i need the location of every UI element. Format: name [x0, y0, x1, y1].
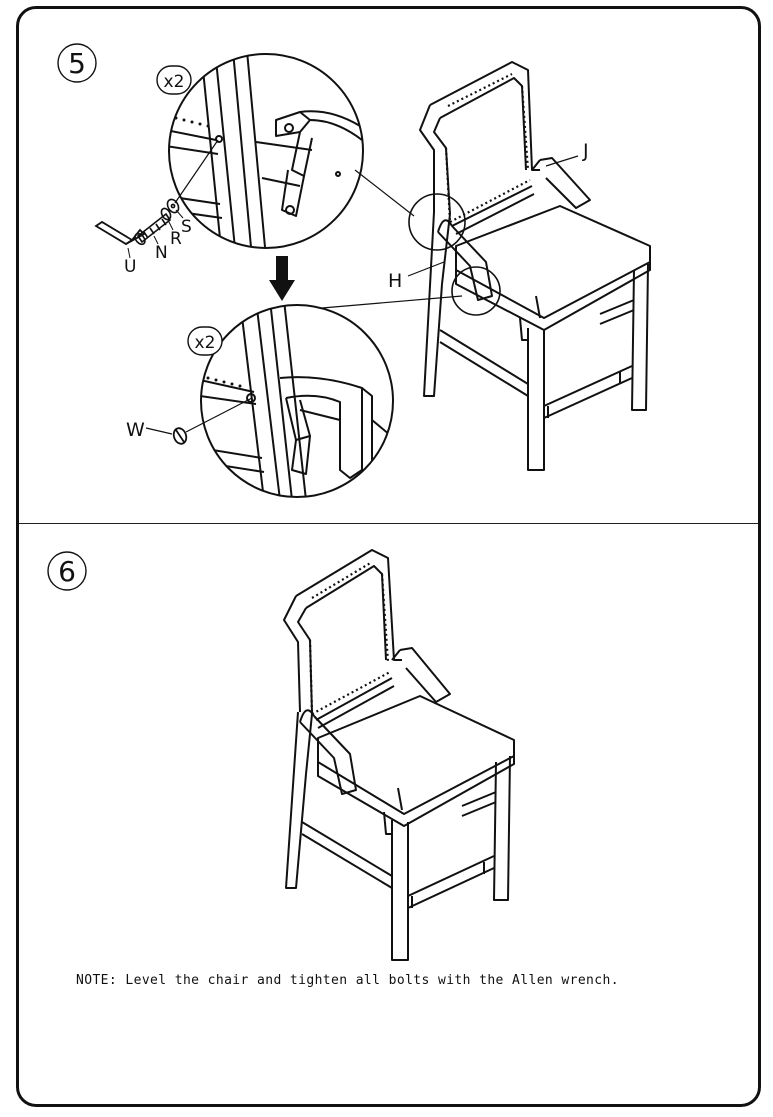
svg-text:x2: x2	[164, 72, 185, 92]
svg-text:U: U	[124, 257, 136, 277]
part-label-h: H	[388, 270, 402, 292]
chair-illustration-step5	[419, 61, 651, 471]
step-divider	[19, 523, 758, 524]
qty-badge-top: x2	[156, 65, 192, 95]
svg-text:R: R	[170, 229, 182, 249]
bolt-icon	[134, 212, 172, 246]
svg-text:S: S	[181, 217, 192, 237]
svg-text:6: 6	[58, 555, 76, 588]
part-label-j: J	[582, 140, 589, 162]
callout-circle-h	[408, 193, 466, 251]
leader-line-w2	[185, 397, 253, 433]
svg-text:N: N	[155, 243, 168, 263]
connector-top	[354, 169, 415, 217]
leader-line	[174, 139, 219, 204]
arrow-down-icon	[269, 256, 295, 301]
leader-line-h	[407, 261, 445, 277]
washer-icon	[160, 198, 180, 221]
svg-text:x2: x2	[195, 333, 216, 353]
step-6-badge: 6	[47, 551, 87, 591]
screw-cap-icon	[172, 427, 188, 445]
part-labels-hardware: U N R S	[124, 209, 192, 277]
leader-line-j	[545, 155, 579, 167]
part-label-w: W	[126, 419, 145, 441]
chair-illustration-step6	[283, 549, 515, 961]
svg-text:5: 5	[68, 47, 86, 80]
qty-badge-bottom: x2	[187, 326, 223, 356]
detail-circle-top	[168, 53, 364, 249]
step-5-badge: 5	[57, 43, 97, 83]
leader-line-w	[145, 427, 173, 435]
page-frame	[16, 6, 761, 1107]
detail-circle-bottom	[200, 304, 394, 498]
callout-circle-i	[451, 266, 501, 316]
connector-bottom	[321, 295, 463, 309]
assembly-note: NOTE: Level the chair and tighten all bo…	[76, 973, 619, 988]
